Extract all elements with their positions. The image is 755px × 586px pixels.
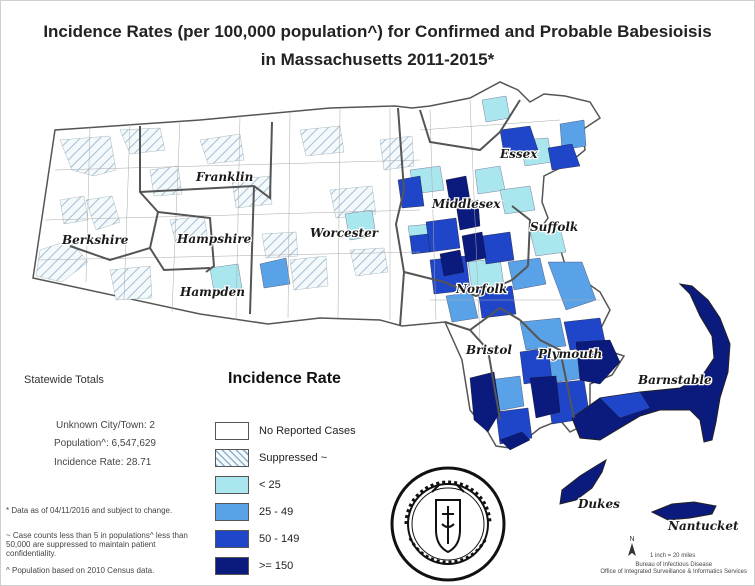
credit: Bureau of Infectious Disease Office of I… [600, 562, 747, 576]
county-labels: Berkshire Franklin Hampshire Hampden Wor… [60, 146, 740, 535]
note-data-date: * Data as of 04/11/2016 and subject to c… [6, 506, 173, 515]
label-hampshire: Hampshire [176, 232, 252, 246]
label-berkshire: Berkshire [61, 233, 129, 247]
statewide-heading: Statewide Totals [24, 374, 104, 386]
vhigh-areas [439, 175, 621, 451]
label-nantucket: Nantucket [667, 519, 739, 533]
town-boundaries [37, 99, 600, 341]
label-suffolk: Suffolk [530, 220, 578, 234]
statewide-population: Population^: 6,547,629 [54, 438, 156, 449]
legend-label: >= 150 [259, 560, 294, 572]
label-barnstable: Barnstable [637, 373, 712, 387]
note-suppression: ~ Case counts less than 5 in populations… [6, 531, 188, 558]
north-label: N [629, 536, 634, 543]
label-plymouth: Plymouth [537, 347, 602, 361]
map-title-line1: Incidence Rates (per 100,000 population^… [43, 22, 712, 41]
credit-line1: Bureau of Infectious Disease [635, 562, 713, 568]
legend-swatch [215, 449, 249, 467]
low-areas [259, 119, 597, 413]
massachusetts-map: Berkshire Franklin Hampshire Hampden Wor… [32, 81, 740, 535]
label-middlesex: Middlesex [431, 197, 501, 211]
map-title-line2: in Massachusetts 2011-2015* [260, 50, 495, 69]
label-dukes: Dukes [577, 497, 620, 511]
north-arrow-icon: N [628, 536, 636, 556]
statewide-unknown: Unknown City/Town: 2 [56, 420, 155, 431]
nantucket-shape [650, 501, 717, 521]
label-hampden: Hampden [179, 285, 245, 299]
label-bristol: Bristol [465, 343, 512, 357]
barnstable-inner-area [599, 391, 651, 419]
legend-item: Suppressed ~ [215, 449, 435, 471]
label-worcester: Worcester [310, 226, 380, 240]
legend-label: 25 - 49 [259, 506, 294, 518]
statewide-rate: Incidence Rate: 28.71 [54, 457, 152, 468]
legend-item: 50 - 149 [215, 530, 435, 552]
legend-swatch [215, 557, 249, 575]
legend-label: Suppressed ~ [259, 452, 328, 464]
note-population: ^ Population based on 2010 Census data. [6, 566, 155, 575]
legend-item: < 25 [215, 476, 435, 498]
credit-line2: Office of Integrated Surveillance & Info… [600, 569, 747, 575]
legend-swatch [215, 503, 249, 521]
commonwealth-seal-icon [390, 466, 506, 582]
legend-swatch [215, 422, 249, 440]
county-boundaries [69, 99, 575, 421]
legend-label: < 25 [259, 479, 281, 491]
legend-item: 25 - 49 [215, 503, 435, 525]
legend-title: Incidence Rate [228, 370, 341, 387]
legend-swatch [215, 476, 249, 494]
legend-item: >= 150 [215, 557, 435, 579]
label-essex: Essex [499, 147, 538, 161]
legend-label: 50 - 149 [259, 533, 300, 545]
legend-item: No Reported Cases [215, 422, 435, 444]
legend-label: No Reported Cases [259, 425, 356, 437]
legend-swatch [215, 530, 249, 548]
label-franklin: Franklin [195, 170, 253, 184]
dukes-shape [559, 458, 607, 505]
scale-text: 1 inch = 20 miles [650, 553, 696, 559]
suppressed-areas [35, 125, 415, 301]
label-norfolk: Norfolk [455, 282, 507, 296]
